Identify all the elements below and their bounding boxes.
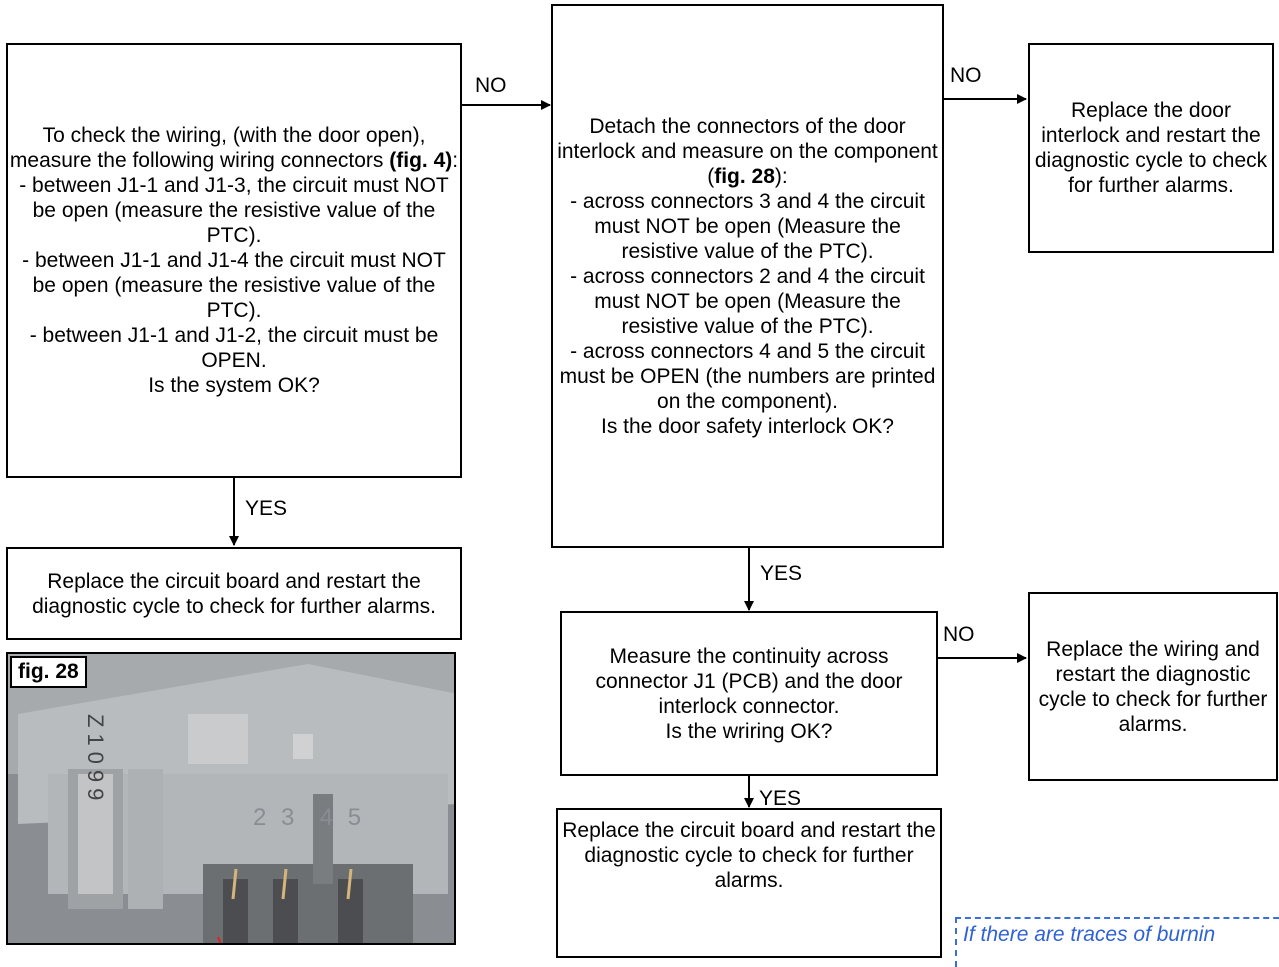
burning-note: If there are traces of burnin <box>955 917 1279 967</box>
label-yes-1: YES <box>245 497 288 520</box>
detach-text-pre: Detach the connectors of the door interl… <box>557 114 938 188</box>
check-wiring-box: To check the wiring, (with the door open… <box>6 43 462 478</box>
replace-interlock-box: Replace the door interlock and restart t… <box>1028 43 1274 253</box>
label-no-1: NO <box>475 74 507 97</box>
fig28-reference: fig. 28 <box>714 164 775 188</box>
replace-board-bottom-box: Replace the circuit board and restart th… <box>556 808 942 958</box>
label-no-2: NO <box>950 64 982 87</box>
check-wiring-text-pre: To check the wiring, (with the door open… <box>9 124 426 172</box>
measure-continuity-text: Measure the continuity across connector … <box>595 644 903 743</box>
detach-text-post: ): - across connectors 3 and 4 the circu… <box>559 164 936 438</box>
replace-interlock-text: Replace the door interlock and restart t… <box>1034 99 1268 197</box>
flow-connectors <box>229 94 1027 808</box>
replace-board-bottom-text: Replace the circuit board and restart th… <box>562 819 936 892</box>
photo-stamp: Z1099 <box>83 714 108 807</box>
door-interlock-illustration <box>8 654 454 943</box>
replace-board-left-text: Replace the circuit board and restart th… <box>32 569 436 618</box>
replace-board-left-box: Replace the circuit board and restart th… <box>6 547 462 640</box>
measure-continuity-box: Measure the continuity across connector … <box>560 611 938 776</box>
label-yes-3: YES <box>759 787 802 810</box>
label-yes-2: YES <box>760 562 803 585</box>
label-no-3: NO <box>943 623 975 646</box>
fig4-reference: (fig. 4) <box>389 149 453 172</box>
fig28-tag: fig. 28 <box>10 656 87 688</box>
photo-connector-numbers: 2 3 4 5 <box>253 804 366 831</box>
detach-connectors-box: Detach the connectors of the door interl… <box>551 4 944 548</box>
door-interlock-photo: Z1099 2 3 4 5 fig. 28 <box>6 652 456 945</box>
check-wiring-text-post: : - between J1-1 and J1-3, the circuit m… <box>19 149 459 397</box>
replace-wiring-box: Replace the wiring and restart the diagn… <box>1028 592 1278 781</box>
replace-wiring-text: Replace the wiring and restart the diagn… <box>1038 637 1268 736</box>
